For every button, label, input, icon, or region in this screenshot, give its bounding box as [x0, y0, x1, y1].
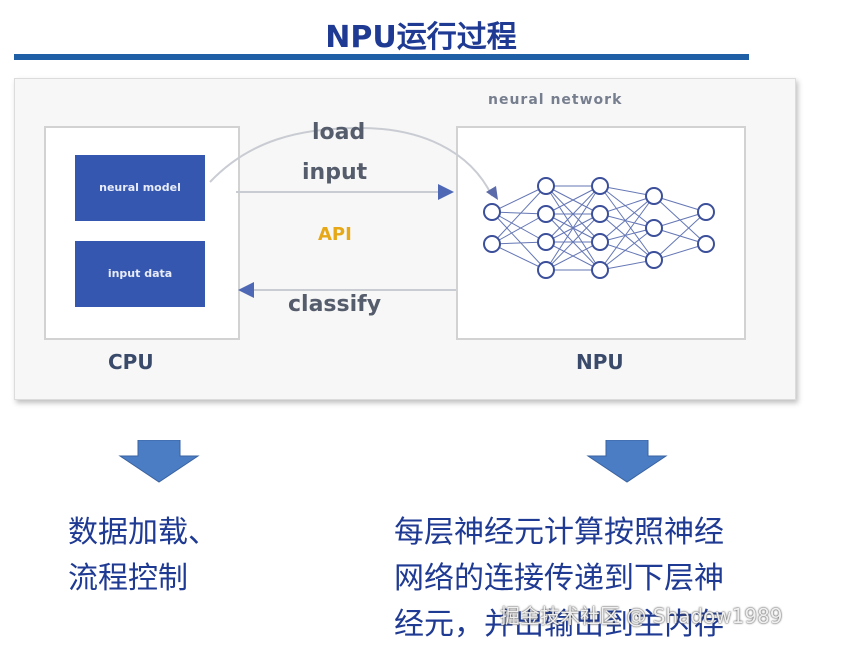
nn-node — [645, 219, 663, 237]
nn-edge — [653, 211, 707, 229]
nn-edge — [599, 227, 655, 271]
nn-node — [645, 251, 663, 269]
classify-arrowhead — [238, 282, 254, 298]
caption-right-line: 每层神经元计算按照神经 — [394, 515, 724, 550]
neural-model-block: neural model — [75, 155, 205, 221]
nn-edge — [491, 185, 547, 245]
nn-edge — [491, 211, 547, 271]
load-label: load — [312, 120, 366, 145]
nn-node — [537, 261, 555, 279]
nn-node — [697, 203, 715, 221]
caption-right: 每层神经元计算按照神经 网络的连接传递到下层神 经元，并出输出到主内存 — [394, 510, 834, 648]
nn-edge — [545, 185, 601, 243]
api-label: API — [318, 224, 352, 245]
load-arrowhead — [486, 186, 498, 200]
nn-edge — [599, 195, 655, 243]
nn-edge — [545, 185, 601, 215]
nn-node — [645, 187, 663, 205]
nn-node — [591, 177, 609, 195]
neural-network-label: neural network — [488, 92, 623, 108]
input-data-block: input data — [75, 241, 205, 307]
nn-node — [537, 233, 555, 251]
npu-box — [456, 126, 746, 340]
load-curve — [209, 126, 493, 197]
nn-edge — [599, 259, 655, 271]
nn-edge — [599, 213, 655, 261]
nn-edge — [599, 227, 655, 243]
classify-label: classify — [288, 292, 382, 317]
input-label: input — [302, 160, 368, 185]
nn-node — [483, 203, 501, 221]
nn-edge — [599, 195, 655, 271]
nn-edge — [599, 241, 655, 261]
caption-left-line: 数据加载、 — [68, 515, 218, 550]
nn-edge — [491, 185, 547, 213]
caption-right-line: 网络的连接传递到下层神 — [394, 561, 724, 596]
nn-edge — [599, 185, 655, 229]
nn-node — [483, 235, 501, 253]
nn-node — [537, 177, 555, 195]
nn-edge — [491, 213, 547, 245]
neural-network-graph — [491, 185, 707, 271]
nn-node — [591, 261, 609, 279]
nn-edge — [545, 213, 601, 271]
page-title: NPU运行过程 — [325, 20, 517, 55]
nn-edge — [599, 213, 655, 229]
nn-edge — [491, 211, 547, 243]
nn-edge — [491, 211, 547, 215]
nn-node — [591, 205, 609, 223]
down-arrow-right-icon — [586, 440, 668, 483]
nn-edge — [545, 241, 601, 271]
caption-left-line: 流程控制 — [68, 561, 188, 596]
nn-node — [537, 205, 555, 223]
nn-node — [697, 235, 715, 253]
nn-edge — [599, 185, 655, 261]
caption-left: 数据加载、 流程控制 — [68, 510, 218, 602]
nn-edge — [653, 243, 707, 261]
nn-edge — [599, 195, 655, 215]
nn-edge — [653, 211, 707, 261]
nn-edge — [653, 195, 707, 213]
nn-edge — [491, 241, 547, 245]
input-arrowhead — [438, 184, 454, 200]
caption-right-line: 经元，并出输出到主内存 — [394, 607, 724, 642]
watermark: 掘金技术社区 @ Shadow1989 — [500, 604, 783, 628]
cpu-label: CPU — [108, 350, 154, 374]
down-arrow-left-icon — [118, 440, 200, 483]
title-underline — [14, 54, 749, 60]
nn-edge — [545, 185, 601, 271]
nn-edge — [599, 185, 655, 197]
nn-node — [591, 233, 609, 251]
nn-edge — [491, 243, 547, 271]
neural-network-nodes — [483, 177, 715, 279]
npu-label: NPU — [576, 350, 624, 374]
